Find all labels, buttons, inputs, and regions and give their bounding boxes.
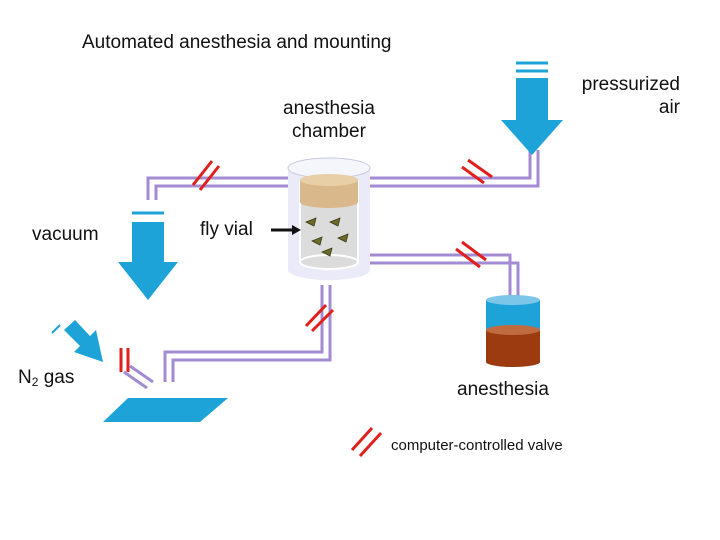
diagram-title: Automated anesthesia and mounting [82, 32, 392, 53]
n2-gas-label-suffix: gas [38, 367, 75, 388]
pressurized-air-label-line2: air [658, 96, 680, 118]
n2-gas-label-subscript: 2 [31, 375, 39, 389]
pressurized-air-label: pressurized air [560, 74, 680, 120]
fly [329, 217, 341, 227]
tube-chamber-down [163, 285, 324, 382]
valve-1 [191, 160, 221, 191]
pressurized-air-label-line1: pressurized [581, 74, 680, 95]
anesthesia-chamber-label: anesthesia chamber [262, 98, 396, 144]
n2-tube-stub [123, 364, 154, 390]
fly [321, 247, 333, 257]
tube-chamber-anesthesia-inner [370, 261, 520, 310]
vacuum-label: vacuum [32, 224, 99, 245]
valve-5 [119, 348, 130, 372]
tube-chamber-air-inner [370, 150, 540, 188]
valve-4 [304, 303, 335, 333]
anesthesia-label: anesthesia [457, 379, 549, 400]
fly [337, 233, 349, 243]
flies [305, 217, 349, 257]
tubing [146, 150, 540, 382]
n2-gas-label-n: N [18, 367, 32, 388]
fly [305, 217, 317, 227]
pressurized-air-arrow [501, 61, 563, 155]
valve-legend-symbol [350, 426, 383, 458]
vacuum-arrow [118, 211, 178, 300]
fly-vial-pointer [271, 225, 301, 235]
tube-chamber-anesthesia [370, 253, 512, 310]
anesthesia-chamber-label-line2: chamber [292, 120, 366, 142]
legend-valve-label: computer-controlled valve [391, 437, 563, 454]
valve-2 [461, 158, 493, 185]
mounting-plate [103, 398, 228, 422]
anesthesia-chamber-label-line1: anesthesia [283, 98, 375, 119]
tube-chamber-air [370, 150, 532, 180]
valves [119, 158, 493, 458]
valve-3 [455, 240, 487, 269]
n2-gas-arrow [51, 320, 103, 362]
n2-gas-label: N2 gas [18, 367, 74, 390]
fly [311, 236, 323, 246]
tube-vacuum-chamber [146, 176, 290, 200]
tube-vacuum-chamber-inner [154, 184, 290, 200]
tube-chamber-down-inner [171, 285, 332, 382]
fly-vial-label: fly vial [200, 219, 253, 240]
anesthesia-bottle [486, 295, 540, 367]
